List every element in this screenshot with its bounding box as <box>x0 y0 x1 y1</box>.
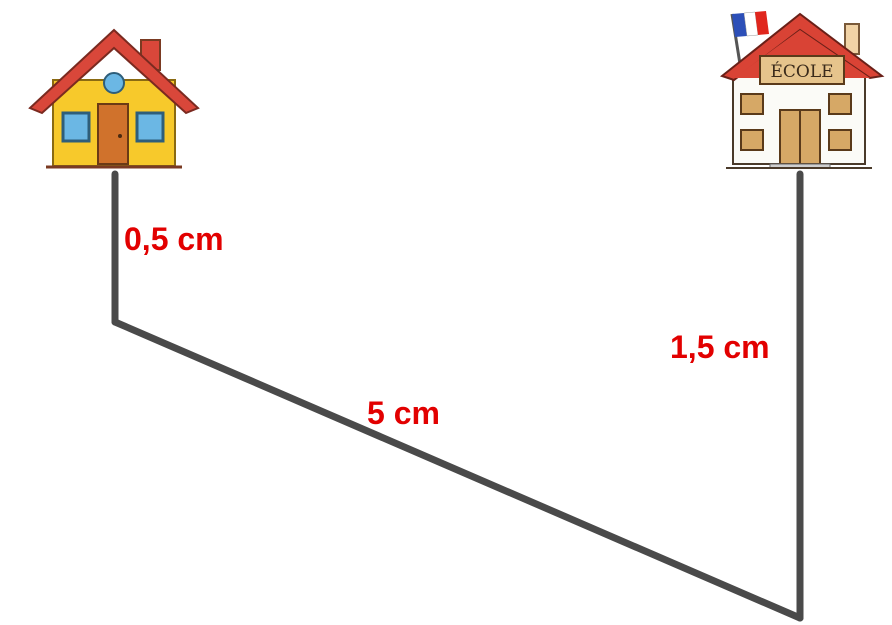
label-school-distance: 1,5 cm <box>670 329 770 365</box>
diagonal-segment <box>111 318 804 622</box>
label-diagonal-distance: 5 cm <box>367 395 440 431</box>
label-house-distance: 0,5 cm <box>124 221 224 257</box>
house-icon <box>28 28 200 169</box>
french-flag-icon <box>730 11 769 65</box>
school-icon: ÉCOLE <box>719 11 885 169</box>
school-sign: ÉCOLE <box>770 61 833 82</box>
route-lines <box>111 170 804 622</box>
